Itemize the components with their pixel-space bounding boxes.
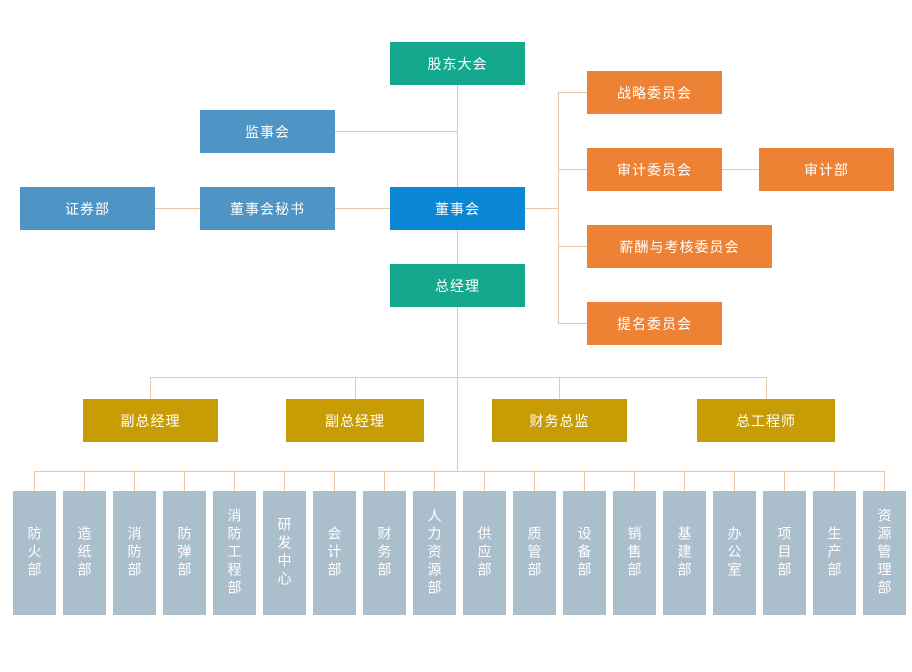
org-node-dept-resource-mgmt[interactable]: 资源管理部 — [863, 491, 906, 615]
org-node-dept-production[interactable]: 生产部 — [813, 491, 856, 615]
org-node-nomination-committee[interactable]: 提名委员会 — [587, 302, 722, 345]
org-node-shareholders-meeting[interactable]: 股东大会 — [390, 42, 525, 85]
connector-secretary-board — [335, 208, 390, 209]
org-node-general-manager[interactable]: 总经理 — [390, 264, 525, 307]
org-node-dept-office[interactable]: 办公室 — [713, 491, 756, 615]
drop-dept-6 — [284, 471, 285, 491]
connector-securities-secretary — [155, 208, 200, 209]
drop-dept-15 — [734, 471, 735, 491]
org-node-dept-finance[interactable]: 财务部 — [363, 491, 406, 615]
drop-exec-1 — [150, 377, 151, 399]
org-node-deputy-gm-1[interactable]: 副总经理 — [83, 399, 218, 442]
drop-dept-13 — [634, 471, 635, 491]
org-node-dept-hr[interactable]: 人力资源部 — [413, 491, 456, 615]
org-node-supervisory-board[interactable]: 监事会 — [200, 110, 335, 153]
drop-exec-3 — [559, 377, 560, 399]
drop-dept-12 — [584, 471, 585, 491]
org-node-dept-sales[interactable]: 销售部 — [613, 491, 656, 615]
drop-dept-11 — [534, 471, 535, 491]
org-node-dept-equipment[interactable]: 设备部 — [563, 491, 606, 615]
drop-dept-2 — [84, 471, 85, 491]
drop-exec-2 — [355, 377, 356, 399]
drop-dept-5 — [234, 471, 235, 491]
org-node-dept-papermaking[interactable]: 造纸部 — [63, 491, 106, 615]
drop-dept-17 — [834, 471, 835, 491]
connector-strategy — [558, 92, 587, 93]
drop-dept-14 — [684, 471, 685, 491]
org-node-dept-fire-engineering[interactable]: 消防工程部 — [213, 491, 256, 615]
drop-dept-9 — [434, 471, 435, 491]
drop-dept-10 — [484, 471, 485, 491]
connector-audit-committee — [558, 169, 587, 170]
org-node-deputy-gm-2[interactable]: 副总经理 — [286, 399, 424, 442]
drop-exec-4 — [766, 377, 767, 399]
org-node-dept-supply[interactable]: 供应部 — [463, 491, 506, 615]
org-node-dept-quality[interactable]: 质管部 — [513, 491, 556, 615]
executive-bus — [150, 377, 766, 378]
org-node-compensation-committee[interactable]: 薪酬与考核委员会 — [587, 225, 772, 268]
org-node-dept-fire-fighting[interactable]: 消防部 — [113, 491, 156, 615]
connector-board-committee-spine — [525, 208, 558, 209]
org-node-board-secretary[interactable]: 董事会秘书 — [200, 187, 335, 230]
org-node-dept-accounting[interactable]: 会计部 — [313, 491, 356, 615]
org-node-dept-project[interactable]: 项目部 — [763, 491, 806, 615]
org-node-chief-engineer[interactable]: 总工程师 — [697, 399, 835, 442]
drop-dept-16 — [784, 471, 785, 491]
drop-dept-1 — [34, 471, 35, 491]
org-node-dept-infrastructure[interactable]: 基建部 — [663, 491, 706, 615]
committee-spine — [558, 92, 559, 324]
org-node-dept-bulletproof[interactable]: 防弹部 — [163, 491, 206, 615]
connector-supervisory-spine — [335, 131, 457, 132]
org-node-strategy-committee[interactable]: 战略委员会 — [587, 71, 722, 114]
drop-dept-7 — [334, 471, 335, 491]
org-node-finance-director[interactable]: 财务总监 — [492, 399, 627, 442]
drop-dept-4 — [184, 471, 185, 491]
connector-shareholders-board — [457, 85, 458, 187]
connector-nomination — [558, 323, 587, 324]
org-node-audit-committee[interactable]: 审计委员会 — [587, 148, 722, 191]
org-node-dept-fire-prevention[interactable]: 防火部 — [13, 491, 56, 615]
org-node-board-of-directors[interactable]: 董事会 — [390, 187, 525, 230]
drop-dept-18 — [884, 471, 885, 491]
connector-gm-buses — [457, 307, 458, 471]
org-node-audit-dept[interactable]: 审计部 — [759, 148, 894, 191]
drop-dept-8 — [384, 471, 385, 491]
connector-board-gm — [457, 230, 458, 264]
org-node-securities-dept[interactable]: 证券部 — [20, 187, 155, 230]
connector-compensation — [558, 246, 587, 247]
connector-auditcom-auditdept — [722, 169, 759, 170]
drop-dept-3 — [134, 471, 135, 491]
org-node-dept-rnd-center[interactable]: 研发中心 — [263, 491, 306, 615]
department-bus — [34, 471, 885, 472]
